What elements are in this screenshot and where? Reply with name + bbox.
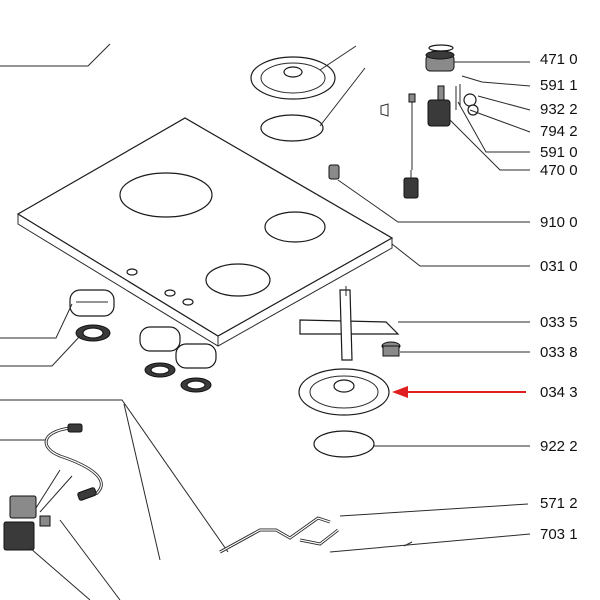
burner-hole-front [205,263,271,297]
leader-7942 [469,109,531,133]
callout-9322: 932 2 [540,101,578,118]
burner-hole-right [264,211,326,243]
top-burner-cap [250,56,336,100]
callout-0335: 033 5 [540,314,578,331]
leader-bezel [0,335,81,367]
burner-crown [381,341,401,357]
leader-lower [0,399,229,553]
leader-lower-2 [123,403,161,561]
callout-5712: 571 2 [540,495,578,512]
leader-5911 [461,75,531,87]
pan-support [299,286,400,361]
thermocouple-lead [219,516,339,554]
callout-0338: 033 8 [540,344,578,361]
highlight-arrow-head [392,386,408,398]
leader-9100 [337,179,530,223]
callout-9222: 922 2 [540,438,578,455]
leader-seal-top [319,67,366,127]
callout-9100: 910 0 [540,214,578,231]
burner-cap-0343 [298,368,390,416]
callout-4710: 471 0 [540,51,578,68]
leader-top-left [0,43,111,67]
callout-0310: 031 0 [540,258,578,275]
leader-0310 [391,243,530,267]
leader-5712 [339,503,529,517]
hob-plate [16,117,394,347]
callout-5910: 591 0 [540,144,578,161]
leader-cap-top [319,45,357,71]
gas-pipe [44,423,103,501]
tick-mark [403,541,413,547]
seal-ring-9222 [313,430,375,458]
callout-5911: 591 1 [540,77,578,94]
control-knobs [69,289,217,393]
callout-7942: 794 2 [540,123,578,140]
callout-0343: 034 3 [540,384,578,401]
leader-5910 [457,101,530,153]
top-burner-seal [260,114,324,142]
leader-7031 [329,533,531,553]
gas-valve-assembly [328,44,479,199]
burner-hole-large [119,172,213,218]
valve-block-lower [3,469,121,600]
leader-9322 [477,95,531,111]
callout-4700: 470 0 [540,162,578,179]
leader-4700 [449,119,530,171]
callout-7031: 703 1 [540,526,578,543]
leader-knob [0,303,73,339]
screw-910 [328,164,340,180]
